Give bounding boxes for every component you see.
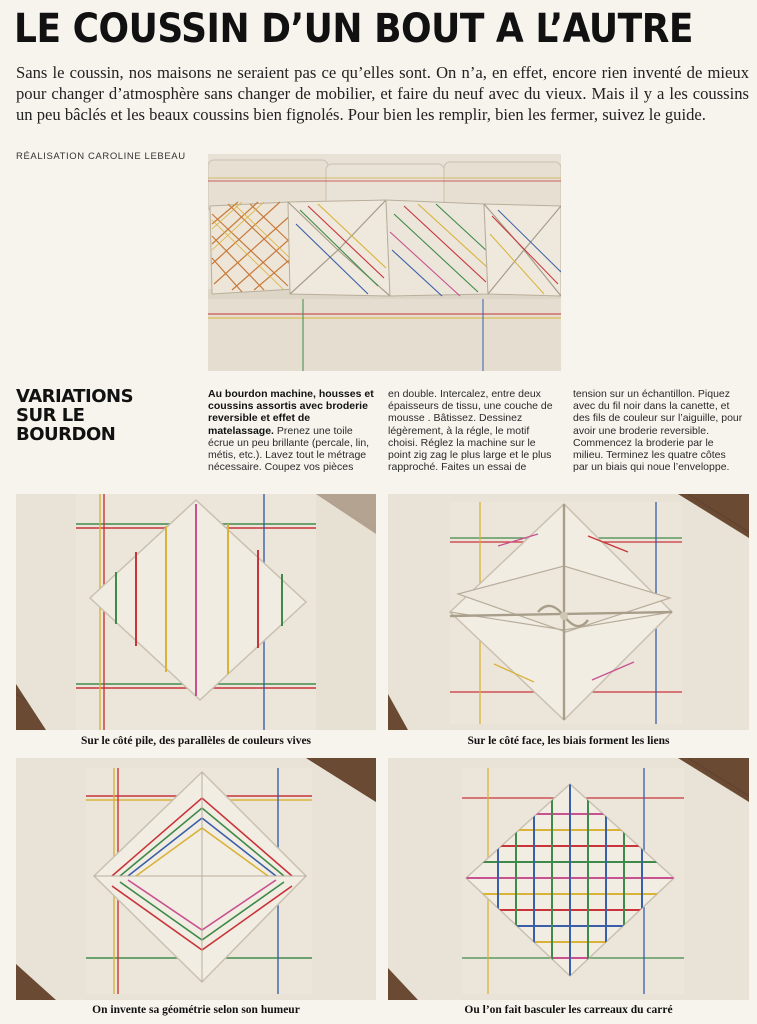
text-column-1: Au bourdon machine, housses et coussins … (208, 388, 375, 473)
cushion-photo-front (388, 494, 749, 730)
column-3-text: tension sur un échantillon. Piquez avec … (573, 388, 743, 474)
caption-photo-1: Sur le côté pile, des parallèles de coul… (80, 735, 312, 747)
column-1-text: Prenez une toile écrue un peu brillante … (208, 424, 370, 474)
intro-paragraph: Sans le coussin, nos maisons ne seraient… (16, 63, 749, 124)
lead-text: Au bourdon machine, housses et coussins … (208, 388, 374, 437)
text-column-3: tension sur un échantillon. Piquez avec … (573, 388, 743, 473)
column-2-text: en double. Intercalez, entre deux épaiss… (388, 388, 553, 474)
section-heading-line1: VARIATIONS (16, 386, 134, 407)
section-heading-line2: SUR LE (16, 405, 85, 426)
section-heading-line3: BOURDON (16, 424, 116, 445)
sofa-photo (208, 154, 561, 371)
caption-photo-3: On invente sa géométrie selon son humeur (92, 1004, 300, 1016)
cushion-photo-geometry (16, 758, 376, 1000)
text-column-2: en double. Intercalez, entre deux épaiss… (388, 388, 558, 473)
page-title: LE COUSSIN D’UN BOUT A L’AUTRE (14, 6, 694, 52)
caption-photo-4: Ou l’on fait basculer les carreaux du ca… (464, 1004, 673, 1016)
cushion-photo-back (16, 494, 376, 730)
credit-line: RÉALISATION CAROLINE LEBEAU (16, 151, 186, 162)
section-heading: VARIATIONS SUR LE BOURDON (16, 387, 166, 444)
cushion-photo-checks (388, 758, 749, 1000)
caption-photo-2: Sur le côté face, les biais forment les … (467, 735, 670, 747)
